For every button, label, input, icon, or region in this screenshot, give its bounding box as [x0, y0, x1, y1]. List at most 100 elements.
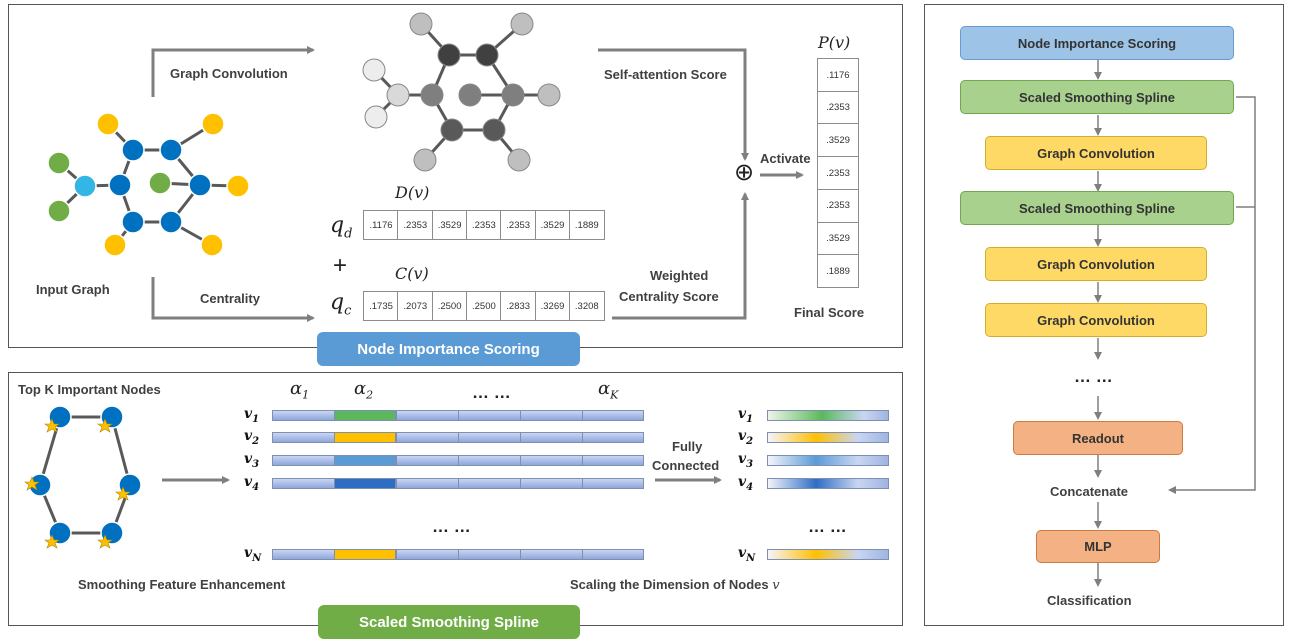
bar-segment	[520, 550, 521, 559]
arrow-centrality	[151, 277, 315, 322]
topk-nodes	[28, 405, 142, 545]
scaled-vector-label: v3	[738, 451, 754, 470]
conv-node	[437, 43, 461, 67]
d-label: D(v)	[395, 183, 430, 202]
d-value-cell: .2353	[465, 210, 502, 240]
arrow-weighted	[612, 192, 749, 320]
star-icon	[97, 418, 113, 433]
bar-segment	[458, 550, 459, 559]
alpha-dots: … …	[472, 383, 511, 402]
bar-segment	[520, 456, 521, 465]
graph-node	[188, 173, 212, 197]
conv-node	[501, 83, 525, 107]
p-value-cell: .1889	[817, 254, 859, 289]
scaled-feature-bar	[767, 455, 889, 466]
graph-node	[73, 174, 97, 198]
bar-segment	[396, 456, 397, 465]
conv-graph-nodes	[362, 12, 561, 172]
bar-segment	[520, 479, 521, 488]
alpha2-highlight	[334, 432, 396, 443]
bar-segment	[458, 433, 459, 442]
node-vector-label: vN	[244, 545, 262, 564]
weighted-label: Weighted	[650, 268, 709, 283]
scaled-feature-bar	[767, 410, 889, 421]
conv-node	[420, 83, 444, 107]
bar-segment	[396, 550, 397, 559]
flow-box: Graph Convolution	[985, 303, 1207, 337]
conv-node	[386, 83, 410, 107]
centrality-score-label: Centrality Score	[619, 289, 719, 304]
bar-segment	[396, 411, 397, 420]
rows-dots-right: … …	[808, 517, 847, 536]
scaled-feature-bar	[767, 432, 889, 443]
alpha2-highlight	[334, 549, 396, 560]
topk-node	[48, 405, 72, 429]
qc-label: qc	[330, 290, 352, 319]
plus-symbol: +	[333, 252, 348, 279]
c-value-cell: .2500	[431, 291, 468, 321]
scaled-feature-bar	[767, 478, 889, 489]
mlp-box: MLP	[1036, 530, 1160, 563]
conv-node	[510, 12, 534, 36]
fully-label: Fully	[672, 439, 703, 454]
graph-node	[108, 173, 132, 197]
flow-box: Node Importance Scoring	[960, 26, 1234, 60]
p-value-cell: .2353	[817, 188, 859, 223]
feature-bar	[272, 410, 644, 421]
input-graph-nodes	[47, 112, 250, 257]
self-attention-label: Self-attention Score	[604, 67, 727, 82]
bar-segment	[582, 550, 583, 559]
scaled-feature-bar	[767, 549, 889, 560]
rows-dots: … …	[432, 517, 471, 536]
graph-node	[121, 210, 145, 234]
node-vector-label: v2	[244, 428, 260, 447]
star-icons	[24, 418, 131, 549]
c-value-cell: .2833	[500, 291, 537, 321]
feature-bar	[272, 478, 644, 489]
star-icon	[24, 476, 40, 491]
conv-node	[440, 118, 464, 142]
flow-box: Scaled Smoothing Spline	[960, 80, 1234, 114]
graph-node	[148, 171, 172, 195]
p-value-cell: .2353	[817, 156, 859, 191]
c-value-cell: .3208	[568, 291, 605, 321]
graph-node	[47, 199, 71, 223]
conv-node	[482, 118, 506, 142]
bar-segment	[520, 433, 521, 442]
bar-segment	[520, 411, 521, 420]
node-vector-label: v4	[244, 474, 260, 493]
graph-node	[159, 138, 183, 162]
skip-connection	[1168, 96, 1256, 494]
bar-segment	[458, 411, 459, 420]
conv-node	[475, 43, 499, 67]
graph-node	[103, 233, 127, 257]
oplus-symbol: ⊕	[734, 159, 755, 186]
scaling-label: Scaling the Dimension of Nodes v	[570, 577, 780, 593]
graph-node	[201, 112, 225, 136]
flow-box: Scaled Smoothing Spline	[960, 191, 1234, 225]
graph-node	[96, 112, 120, 136]
conv-node	[537, 83, 561, 107]
topk-hexagon	[38, 415, 132, 535]
alpha2-highlight	[334, 410, 396, 421]
bar-segment	[458, 479, 459, 488]
flow-box: Graph Convolution	[985, 136, 1207, 170]
c-value-cell: .1735	[363, 291, 399, 321]
star-icon	[115, 486, 131, 501]
c-label: C(v)	[395, 264, 429, 283]
graph-node	[121, 138, 145, 162]
feature-bar	[272, 432, 644, 443]
d-value-cell: .1889	[568, 210, 605, 240]
bar-segment	[582, 411, 583, 420]
star-icon	[97, 534, 113, 549]
smoothing-enh-label: Smoothing Feature Enhancement	[78, 577, 286, 592]
conv-node	[362, 58, 386, 82]
flow-box: Graph Convolution	[985, 247, 1207, 281]
p-value-cell: .3529	[817, 221, 859, 256]
graph-node	[47, 151, 71, 175]
feature-bar	[272, 455, 644, 466]
arrow-self-attention	[598, 48, 749, 161]
d-value-cell: .2353	[397, 210, 434, 240]
bar-segment	[582, 456, 583, 465]
bar-segment	[582, 433, 583, 442]
